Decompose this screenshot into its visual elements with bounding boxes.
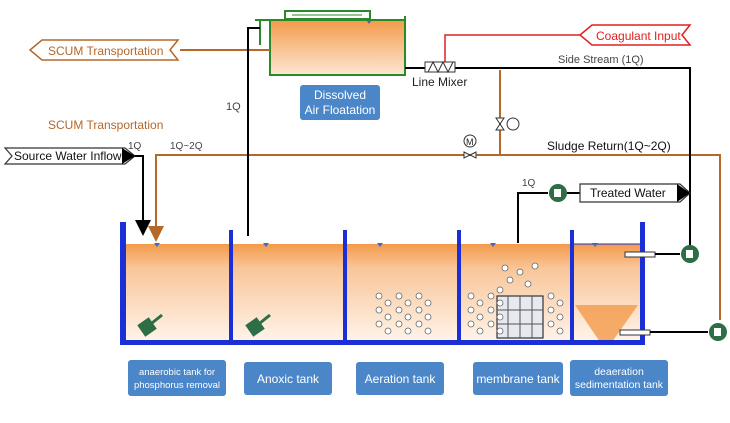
scum-transport-top: SCUM Transportation xyxy=(28,39,180,61)
return-pump-1 xyxy=(624,245,699,263)
bubble xyxy=(524,280,532,288)
bubble xyxy=(556,327,564,335)
sludge-return-label: Sludge Return(1Q~2Q) xyxy=(547,139,671,153)
mixer-icon-anaerobic xyxy=(137,313,163,337)
bubble xyxy=(476,299,484,307)
daf-label-line1: Dissolved xyxy=(314,88,366,102)
motor-label: M xyxy=(466,137,474,147)
svg-text:anaerobic tank for: anaerobic tank for xyxy=(139,367,215,378)
label-membrane: membrane tank xyxy=(473,362,563,395)
bubble xyxy=(506,276,514,284)
daf-unit xyxy=(255,10,406,76)
label-anaerobic: anaerobic tank for phosphorus removal xyxy=(128,360,226,396)
bubble xyxy=(531,262,539,270)
daf-label-box: Dissolved Air Floatation xyxy=(300,85,380,120)
bubble xyxy=(384,299,392,307)
bubble xyxy=(424,313,432,321)
bubble xyxy=(547,292,555,300)
tank-labels: anaerobic tank for phosphorus removal An… xyxy=(128,360,668,396)
bubble xyxy=(496,299,504,307)
bubble xyxy=(476,327,484,335)
bubble xyxy=(547,306,555,314)
bubble xyxy=(375,292,383,300)
bubble xyxy=(395,292,403,300)
flow-1q-inflow: 1Q xyxy=(128,141,142,152)
mixer-icon-anoxic xyxy=(245,313,271,337)
bubble xyxy=(404,299,412,307)
flow-1q-treated: 1Q xyxy=(522,178,536,189)
bubble xyxy=(467,306,475,314)
bubble xyxy=(424,327,432,335)
bubble xyxy=(487,306,495,314)
daf-feed-line: 1Q xyxy=(226,27,260,236)
scum-transport-mid-label: SCUM Transportation xyxy=(48,118,163,132)
scum-transport-top-label: SCUM Transportation xyxy=(48,44,163,58)
bubble xyxy=(516,268,524,276)
side-stream-label: Side Stream (1Q) xyxy=(558,54,644,66)
motor-valve: M xyxy=(463,134,477,159)
main-tank xyxy=(120,222,727,345)
bubble xyxy=(501,264,509,272)
svg-text:membrane tank: membrane tank xyxy=(476,372,560,386)
bubble xyxy=(395,306,403,314)
source-water-inflow: Source Water Inflow 1Q 1Q~2Q xyxy=(3,141,203,236)
bubble xyxy=(556,299,564,307)
svg-text:deaeration: deaeration xyxy=(594,366,644,378)
bubble xyxy=(467,320,475,328)
tank-water xyxy=(122,244,642,342)
bubble xyxy=(467,292,475,300)
coagulant-label: Coagulant Input xyxy=(596,29,681,43)
treated-water-label: Treated Water xyxy=(590,186,666,200)
bubble xyxy=(415,320,423,328)
daf-tank xyxy=(269,19,406,76)
side-stream-line: Side Stream (1Q) xyxy=(405,54,691,250)
label-anoxic: Anoxic tank xyxy=(244,362,332,395)
bubble xyxy=(496,327,504,335)
bubble xyxy=(424,299,432,307)
bubble xyxy=(496,313,504,321)
aeration-bubbles xyxy=(375,262,564,335)
label-deaeration: deaeration sedimentation tank xyxy=(570,360,668,396)
svg-text:sedimentation tank: sedimentation tank xyxy=(575,379,664,391)
bubble xyxy=(556,313,564,321)
bubble xyxy=(496,286,504,294)
side-valve xyxy=(495,117,520,131)
bubble xyxy=(404,327,412,335)
bubble xyxy=(404,313,412,321)
treated-water: 1Q Treated Water xyxy=(517,178,691,243)
bubble xyxy=(487,292,495,300)
flow-1q-daf: 1Q xyxy=(226,101,241,113)
bubble xyxy=(476,313,484,321)
svg-text:Anoxic tank: Anoxic tank xyxy=(257,372,320,386)
line-mixer: Line Mixer xyxy=(412,60,467,89)
bubble xyxy=(375,320,383,328)
sedimentation-hopper xyxy=(575,305,638,342)
bubble xyxy=(415,292,423,300)
membrane-module xyxy=(496,295,544,339)
return-pump-2 xyxy=(619,323,727,341)
bubble xyxy=(547,320,555,328)
daf-label-line2: Air Floatation xyxy=(305,103,376,117)
bubble xyxy=(384,313,392,321)
bubble xyxy=(487,320,495,328)
svg-text:phosphorus removal: phosphorus removal xyxy=(134,380,220,391)
label-aeration: Aeration tank xyxy=(356,362,444,395)
line-mixer-label: Line Mixer xyxy=(412,75,467,89)
flow-1q2q: 1Q~2Q xyxy=(170,141,203,152)
source-water-label: Source Water Inflow xyxy=(14,149,122,163)
bubble xyxy=(384,327,392,335)
coagulant-input: Coagulant Input xyxy=(444,24,692,62)
scum-lines xyxy=(148,49,721,320)
bubble xyxy=(395,320,403,328)
svg-text:Aeration tank: Aeration tank xyxy=(365,372,437,386)
bubble xyxy=(415,306,423,314)
bubble xyxy=(375,306,383,314)
